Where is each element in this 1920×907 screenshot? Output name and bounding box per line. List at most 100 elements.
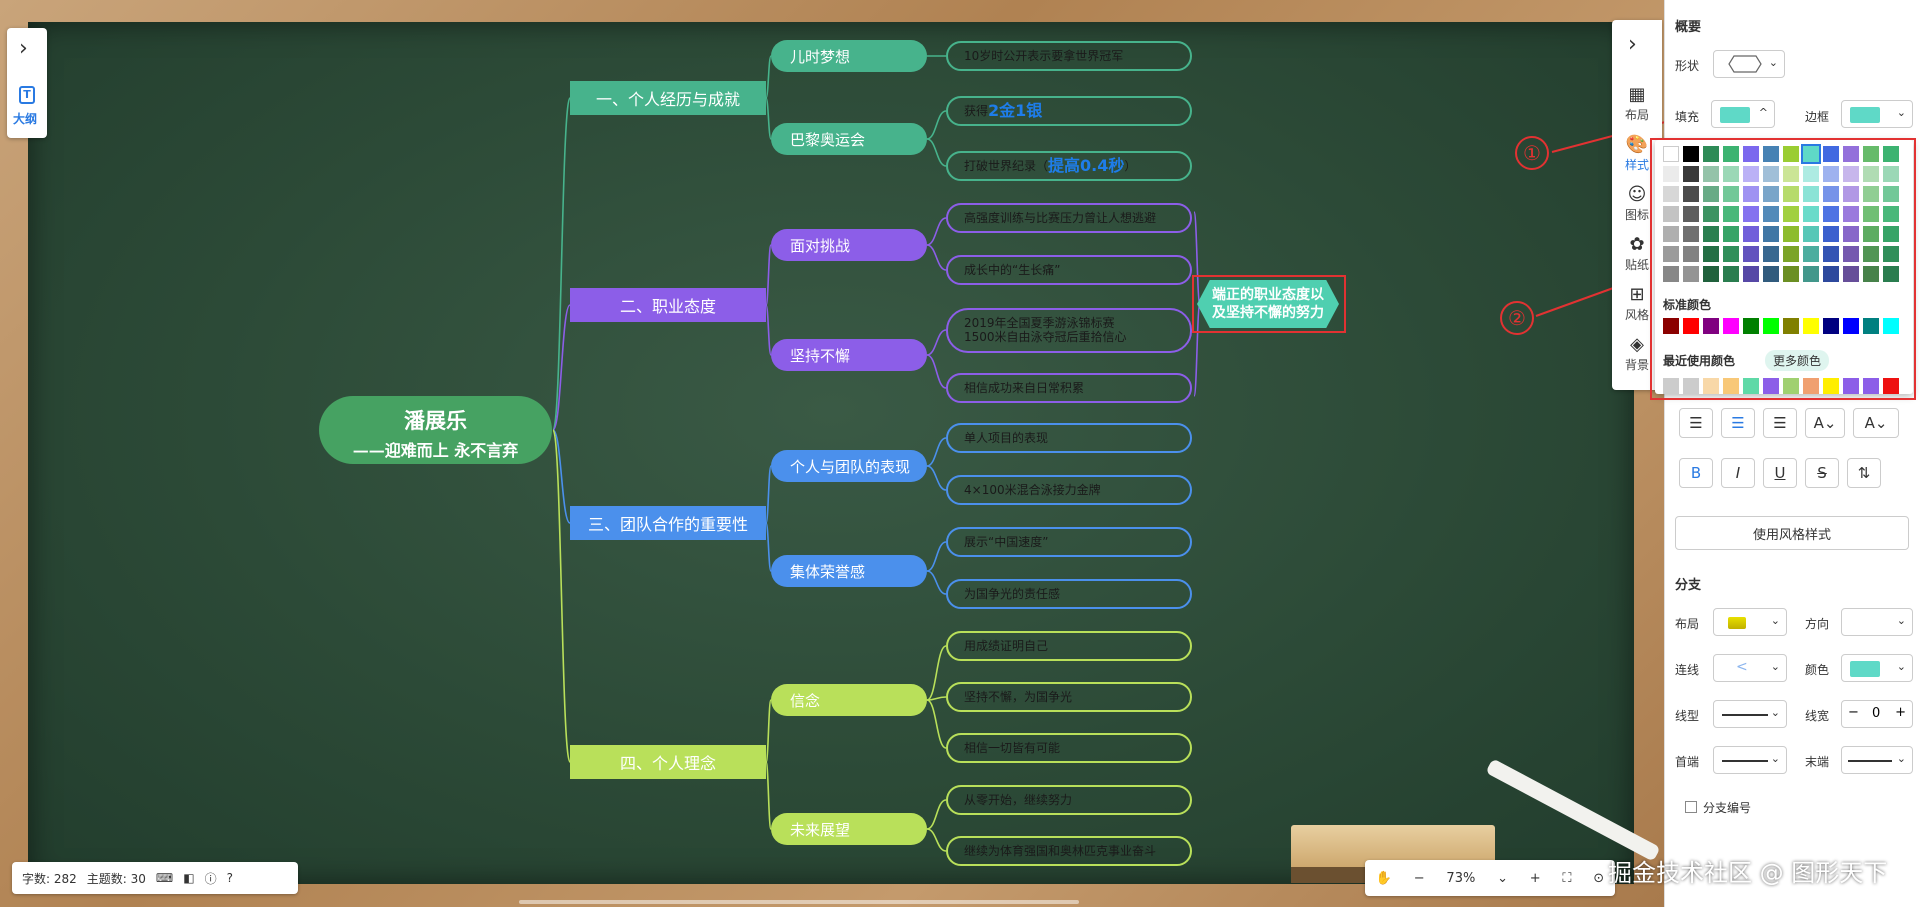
color-swatch[interactable]: [1723, 266, 1739, 282]
color-swatch[interactable]: [1803, 378, 1819, 394]
chevron-down-icon[interactable]: ⌄: [1497, 870, 1508, 886]
tab-background[interactable]: ◈背景: [1612, 334, 1662, 373]
color-swatch[interactable]: [1723, 166, 1739, 182]
subtopic[interactable]: 巴黎奥运会: [771, 123, 927, 155]
color-swatch[interactable]: [1743, 166, 1759, 182]
color-swatch[interactable]: [1803, 186, 1819, 202]
sort-button[interactable]: ⇅: [1847, 458, 1881, 488]
color-swatch[interactable]: [1801, 144, 1821, 164]
color-swatch[interactable]: [1763, 166, 1779, 182]
color-swatch[interactable]: [1843, 186, 1859, 202]
color-swatch[interactable]: [1663, 186, 1679, 202]
color-swatch[interactable]: [1763, 266, 1779, 282]
color-swatch[interactable]: [1743, 206, 1759, 222]
color-swatch[interactable]: [1863, 378, 1879, 394]
underline-button[interactable]: U: [1763, 458, 1797, 488]
layout-toggle-icon[interactable]: ◧: [183, 871, 195, 885]
strikethrough-button[interactable]: S: [1805, 458, 1839, 488]
end-select[interactable]: ⌄: [1841, 746, 1913, 774]
layout-select[interactable]: ⌄: [1713, 608, 1787, 636]
color-swatch[interactable]: [1763, 378, 1779, 394]
color-swatch[interactable]: [1743, 146, 1759, 162]
leaf-topic[interactable]: 相信成功来自日常积累: [946, 373, 1192, 403]
font-color-button[interactable]: A⌄: [1805, 408, 1845, 438]
color-swatch[interactable]: [1683, 186, 1699, 202]
color-swatch[interactable]: [1843, 226, 1859, 242]
line-select[interactable]: <⌄: [1713, 654, 1787, 682]
color-swatch[interactable]: [1763, 226, 1779, 242]
color-swatch[interactable]: [1883, 186, 1899, 202]
color-swatch[interactable]: [1683, 226, 1699, 242]
color-swatch[interactable]: [1823, 246, 1839, 262]
color-swatch[interactable]: [1703, 206, 1719, 222]
color-swatch[interactable]: [1883, 378, 1899, 394]
color-swatch[interactable]: [1803, 226, 1819, 242]
highlight-color-button[interactable]: A⌄: [1853, 408, 1899, 438]
branch-topic[interactable]: 一、个人经历与成就: [570, 81, 766, 115]
color-swatch[interactable]: [1723, 206, 1739, 222]
color-swatch[interactable]: [1863, 266, 1879, 282]
color-swatch[interactable]: [1803, 206, 1819, 222]
start-select[interactable]: ⌄: [1713, 746, 1787, 774]
subtopic[interactable]: 坚持不懈: [771, 339, 927, 371]
color-swatch[interactable]: [1703, 266, 1719, 282]
color-swatch[interactable]: [1843, 206, 1859, 222]
leaf-topic[interactable]: 为国争光的责任感: [946, 579, 1192, 609]
color-swatch[interactable]: [1743, 378, 1759, 394]
leaf-topic[interactable]: 相信一切皆有可能: [946, 733, 1192, 763]
keyboard-icon[interactable]: ⌨: [155, 871, 174, 885]
leaf-topic[interactable]: 坚持不懈，为国争光: [946, 682, 1192, 712]
color-swatch[interactable]: [1663, 266, 1679, 282]
color-swatch[interactable]: [1783, 186, 1799, 202]
align-center-button[interactable]: ☰: [1721, 408, 1755, 438]
subtopic[interactable]: 未来展望: [771, 813, 927, 845]
color-swatch[interactable]: [1663, 166, 1679, 182]
color-swatch[interactable]: [1763, 146, 1779, 162]
color-swatch[interactable]: [1843, 318, 1859, 334]
italic-button[interactable]: I: [1721, 458, 1755, 488]
color-swatch[interactable]: [1863, 246, 1879, 262]
color-swatch[interactable]: [1763, 246, 1779, 262]
leaf-topic[interactable]: 10岁时公开表示要拿世界冠军: [946, 41, 1192, 71]
color-swatch[interactable]: [1863, 166, 1879, 182]
info-icon[interactable]: ⓘ: [204, 871, 217, 886]
color-swatch[interactable]: [1683, 246, 1699, 262]
color-swatch[interactable]: [1743, 318, 1759, 334]
hand-icon[interactable]: ✋: [1375, 870, 1393, 886]
use-style-button[interactable]: 使用风格样式: [1675, 516, 1909, 550]
expand-icon[interactable]: ›: [19, 36, 28, 61]
color-swatch[interactable]: [1763, 318, 1779, 334]
help-icon[interactable]: ?: [226, 871, 233, 885]
subtopic[interactable]: 儿时梦想: [771, 40, 927, 72]
bold-button[interactable]: B: [1679, 458, 1713, 488]
color-swatch[interactable]: [1723, 146, 1739, 162]
leaf-topic[interactable]: 继续为体育强国和奥林匹克事业奋斗: [946, 836, 1192, 866]
color-swatch[interactable]: [1803, 318, 1819, 334]
color-swatch[interactable]: [1863, 206, 1879, 222]
color-swatch[interactable]: [1783, 146, 1799, 162]
minus-icon[interactable]: −: [1848, 705, 1859, 720]
color-swatch[interactable]: [1683, 166, 1699, 182]
color-swatch[interactable]: [1743, 246, 1759, 262]
color-swatch[interactable]: [1763, 206, 1779, 222]
leaf-topic[interactable]: 高强度训练与比赛压力曾让人想逃避: [946, 203, 1192, 233]
tab-theme[interactable]: ⊞风格: [1612, 284, 1662, 323]
zoom-in-button[interactable]: +: [1529, 870, 1541, 886]
color-swatch[interactable]: [1783, 206, 1799, 222]
color-swatch[interactable]: [1783, 266, 1799, 282]
branch-topic[interactable]: 三、团队合作的重要性: [570, 506, 766, 540]
color-swatch[interactable]: [1883, 166, 1899, 182]
tab-style[interactable]: 🎨样式: [1612, 134, 1662, 173]
locate-icon[interactable]: ⊙: [1593, 870, 1605, 886]
color-swatch[interactable]: [1663, 246, 1679, 262]
line-type-select[interactable]: ⌄: [1713, 700, 1787, 728]
branch-topic[interactable]: 四、个人理念: [570, 745, 766, 779]
tab-icons[interactable]: ☺图标: [1612, 184, 1662, 223]
leaf-topic[interactable]: 成长中的“生长痛”: [946, 255, 1192, 285]
color-swatch[interactable]: [1863, 318, 1879, 334]
color-swatch[interactable]: [1843, 378, 1859, 394]
color-swatch[interactable]: [1843, 166, 1859, 182]
color-swatch[interactable]: [1803, 266, 1819, 282]
more-colors-button[interactable]: 更多颜色: [1765, 350, 1830, 371]
